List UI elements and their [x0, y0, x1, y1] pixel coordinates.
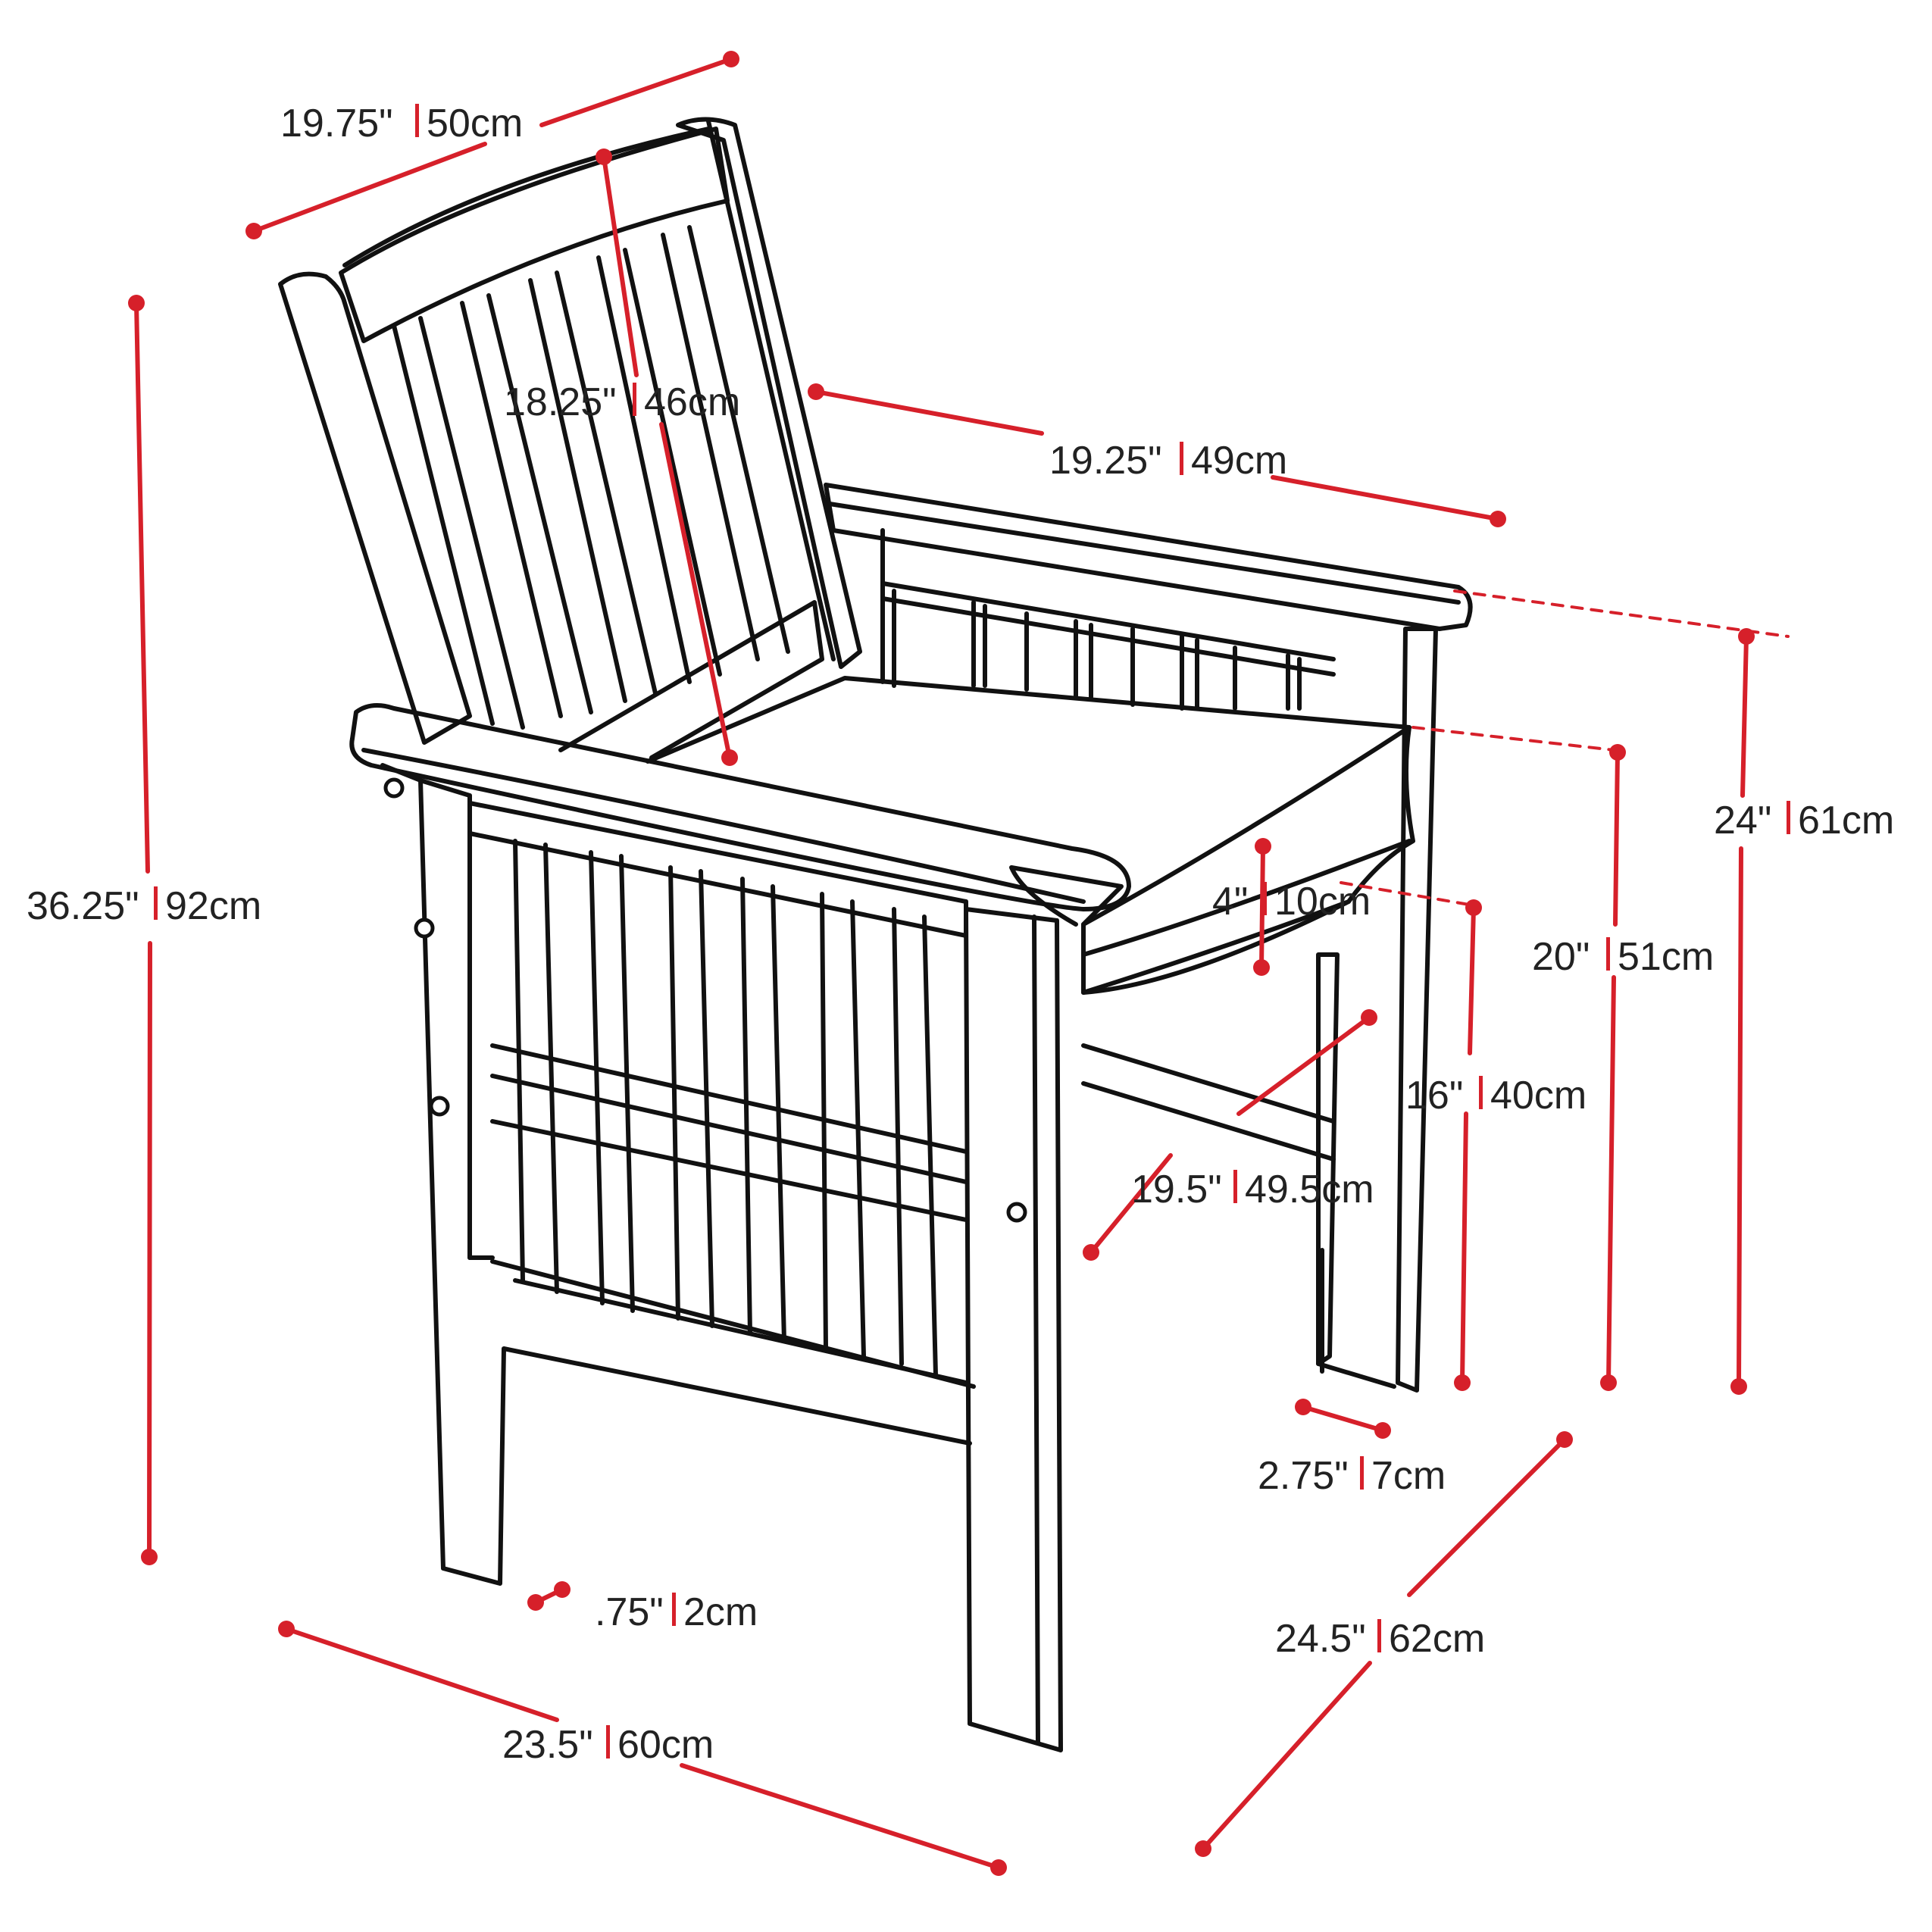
lower-back-rail [558, 600, 824, 760]
svg-text:18.25": 18.25" [504, 380, 617, 424]
svg-text:16": 16" [1405, 1074, 1463, 1118]
svg-text:40cm: 40cm [1490, 1074, 1587, 1118]
right-back-post [676, 117, 862, 669]
dim-line-seat-depth [808, 383, 1506, 527]
right-side-slats [892, 589, 1302, 711]
label-ground-clearance: .75" 2cm [595, 1590, 758, 1634]
svg-text:24.5": 24.5" [1275, 1617, 1366, 1661]
svg-text:20": 20" [1532, 935, 1590, 979]
dim-line-cushion-thickness [1253, 838, 1271, 976]
label-overall-width-top: 19.75" 50cm [280, 102, 523, 145]
svg-text:4": 4" [1212, 880, 1248, 924]
label-overall-width-bottom: 23.5" 60cm [502, 1723, 714, 1767]
svg-text:.75": .75" [595, 1590, 664, 1634]
dim-line-leg-thickness [1295, 1399, 1391, 1439]
svg-text:61cm: 61cm [1798, 799, 1894, 843]
svg-text:7cm: 7cm [1371, 1454, 1446, 1498]
left-side-top-rail [467, 801, 968, 938]
svg-text:46cm: 46cm [644, 380, 740, 424]
dim-line-cushion-height [1411, 726, 1626, 1391]
label-seat-height: 16" 40cm [1405, 1074, 1587, 1118]
right-front-leg [964, 907, 1063, 1752]
right-front-post [1396, 627, 1438, 1393]
svg-text:92cm: 92cm [165, 884, 261, 928]
label-seat-width: 19.5" 49.5cm [1131, 1168, 1374, 1211]
svg-text:24": 24" [1714, 799, 1771, 843]
bolt-hole-1 [383, 777, 405, 799]
left-front-leg [380, 763, 972, 1586]
svg-text:51cm: 51cm [1618, 935, 1714, 979]
dimension-labels: 19.75" 50cm 18.25" 46cm 19.25" 49cm 36.2… [27, 102, 1894, 1767]
dim-line-overall-height [128, 295, 158, 1565]
left-side-slats [513, 839, 938, 1377]
svg-text:19.25": 19.25" [1049, 439, 1162, 483]
label-seat-depth: 19.25" 49cm [1049, 439, 1287, 483]
bolt-hole-4 [1006, 1202, 1027, 1223]
right-back-leg [1316, 952, 1340, 1366]
svg-text:62cm: 62cm [1389, 1617, 1485, 1661]
svg-text:49cm: 49cm [1191, 439, 1287, 483]
svg-text:23.5": 23.5" [502, 1723, 593, 1767]
dim-line-overall-width-top [245, 51, 739, 239]
dim-line-backrest-height [596, 148, 738, 766]
svg-text:50cm: 50cm [427, 102, 523, 145]
label-armrest-height: 24" 61cm [1714, 799, 1894, 843]
svg-text:19.5": 19.5" [1131, 1168, 1222, 1211]
label-leg-thickness: 2.75" 7cm [1258, 1454, 1446, 1498]
bolt-hole-2 [414, 918, 435, 939]
dimension-lines [128, 51, 1790, 1876]
label-cushion-height: 20" 51cm [1532, 935, 1714, 979]
dim-line-overall-depth [1195, 1431, 1573, 1857]
label-overall-depth: 24.5" 62cm [1275, 1617, 1485, 1661]
dim-line-armrest-height [1453, 589, 1790, 1395]
dim-line-seat-width [1083, 1009, 1377, 1261]
svg-text:49.5cm: 49.5cm [1245, 1168, 1374, 1211]
svg-text:19.75": 19.75" [280, 102, 393, 145]
dim-line-ground-clearance [527, 1581, 571, 1611]
label-cushion-thickness: 4" 10cm [1212, 880, 1371, 924]
svg-text:2.75": 2.75" [1258, 1454, 1349, 1498]
seat-cushion [646, 676, 1415, 995]
svg-text:2cm: 2cm [683, 1590, 758, 1634]
label-backrest-height: 18.25" 46cm [504, 380, 740, 424]
svg-text:60cm: 60cm [617, 1723, 714, 1767]
dim-line-overall-width-bottom [278, 1621, 1007, 1876]
svg-text:10cm: 10cm [1274, 880, 1371, 924]
dim-line-seat-height [1340, 881, 1482, 1391]
label-overall-height: 36.25" 92cm [27, 884, 261, 928]
top-rail [339, 127, 730, 343]
svg-text:36.25": 36.25" [27, 884, 139, 928]
chair-outline [278, 117, 1473, 1752]
left-armrest [349, 703, 1131, 911]
left-back-post [278, 271, 472, 745]
back-slats [392, 225, 790, 730]
bolt-hole-3 [429, 1096, 450, 1117]
right-armrest [824, 483, 1473, 631]
